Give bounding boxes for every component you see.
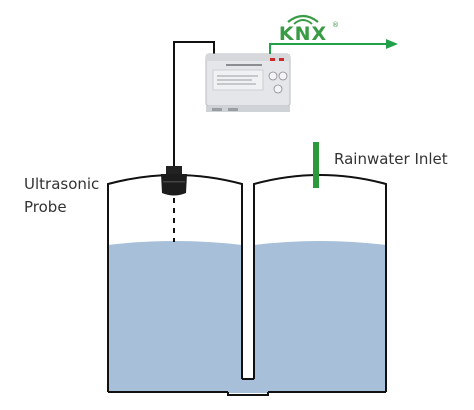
- probe-cable: [173, 41, 215, 172]
- knx-logo-text: KNX: [279, 23, 327, 45]
- probe-label-line1: Ultrasonic: [24, 175, 100, 193]
- ultrasonic-probe: [161, 166, 187, 196]
- knx-bus-line: [269, 43, 388, 54]
- knx-bus-arrowhead: [386, 39, 398, 49]
- rainwater-inlet-pipe: [313, 142, 319, 188]
- right-tank: [253, 174, 387, 393]
- knx-controller: [205, 53, 291, 112]
- connecting-pipe-water: [228, 379, 268, 393]
- right-tank-outline: [253, 174, 387, 392]
- probe-label-line2: Probe: [24, 198, 67, 216]
- left-tank-water: [108, 241, 242, 392]
- connecting-pipe: [227, 378, 269, 396]
- left-tank: [107, 174, 243, 393]
- rainwater-inlet-label: Rainwater Inlet: [334, 150, 448, 168]
- knx-logo: KNX ®: [279, 14, 339, 45]
- connecting-pipe-bottom: [227, 392, 269, 396]
- right-tank-water: [254, 241, 386, 392]
- knx-logo-trademark: ®: [332, 21, 339, 29]
